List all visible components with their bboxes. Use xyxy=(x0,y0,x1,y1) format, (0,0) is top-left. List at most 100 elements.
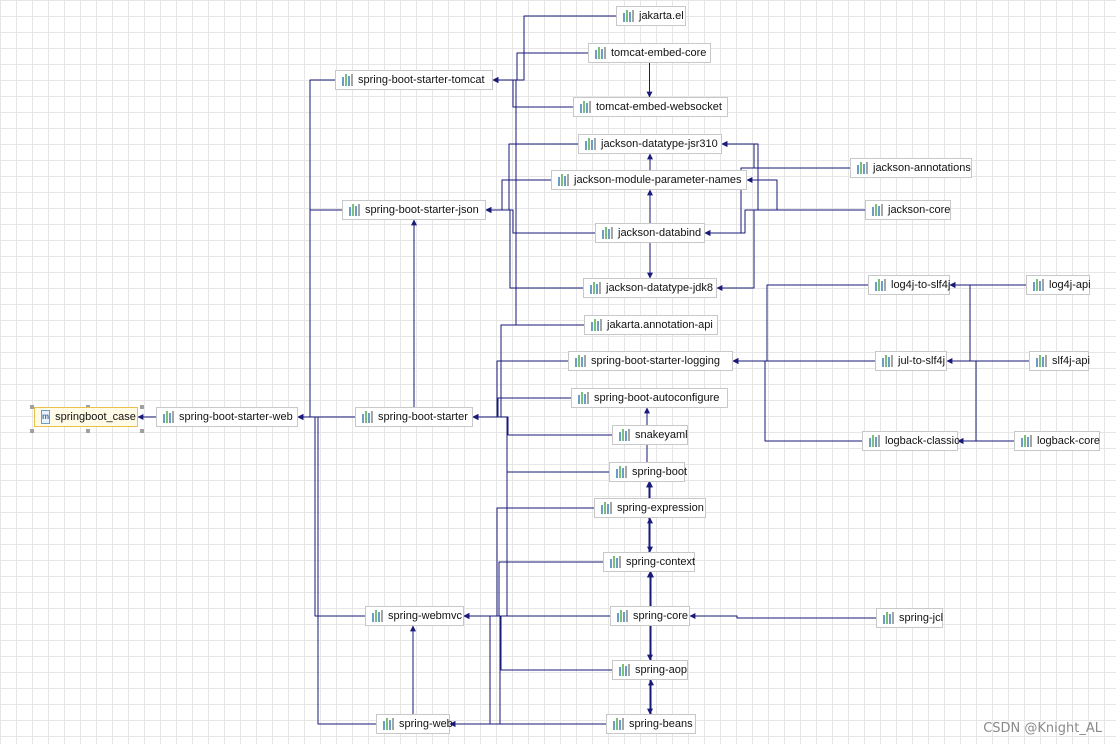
node-label: spring-boot-starter-logging xyxy=(591,355,721,367)
node-label: spring-boot xyxy=(632,466,688,478)
library-icon xyxy=(613,718,624,730)
node-jackson-core[interactable]: jackson-core xyxy=(865,200,951,220)
selection-handle[interactable] xyxy=(86,429,90,433)
node-label: spring-jcl xyxy=(899,612,944,624)
node-label: jackson-datatype-jdk8 xyxy=(606,282,714,294)
node-label: spring-webmvc xyxy=(388,610,462,622)
node-log4j-to-slf4j[interactable]: log4j-to-slf4j xyxy=(868,275,950,295)
library-icon xyxy=(1036,355,1047,367)
node-label: jakarta.el xyxy=(639,10,684,22)
dependency-edge xyxy=(492,77,573,108)
library-icon xyxy=(857,162,868,174)
root-module-node[interactable]: m springboot_case xyxy=(34,407,138,427)
node-label: tomcat-embed-core xyxy=(611,47,707,59)
node-spring-boot[interactable]: spring-boot xyxy=(609,462,688,482)
node-label: spring-boot-starter-web xyxy=(179,411,293,423)
node-spring-boot-autoconfigure[interactable]: spring-boot-autoconfigure xyxy=(571,388,728,408)
node-spring-boot-starter[interactable]: spring-boot-starter xyxy=(355,407,473,427)
library-icon xyxy=(875,279,886,291)
node-jakarta-annotation-api[interactable]: jakarta.annotation-api xyxy=(584,315,718,335)
node-label: tomcat-embed-websocket xyxy=(596,101,722,113)
node-label: jul-to-slf4j xyxy=(898,355,946,367)
node-label: jackson-module-parameter-names xyxy=(574,174,742,186)
library-icon xyxy=(591,319,602,331)
library-icon xyxy=(602,227,613,239)
dependency-edge xyxy=(463,507,594,619)
node-tomcat-embed-websocket[interactable]: tomcat-embed-websocket xyxy=(573,97,728,117)
selection-handle[interactable] xyxy=(140,405,144,409)
node-label: spring-boot-starter-json xyxy=(365,204,479,216)
node-label: slf4j-api xyxy=(1052,355,1090,367)
node-spring-boot-starter-json[interactable]: spring-boot-starter-json xyxy=(342,200,486,220)
library-icon xyxy=(623,10,634,22)
node-spring-boot-starter-web[interactable]: spring-boot-starter-web xyxy=(156,407,298,427)
node-slf4j-api[interactable]: slf4j-api xyxy=(1029,351,1090,371)
node-label: snakeyaml xyxy=(635,429,688,441)
node-label: springboot_case xyxy=(55,411,136,423)
dependency-edge xyxy=(732,284,868,364)
dependency-edge xyxy=(721,141,850,169)
dependency-edge xyxy=(485,207,583,289)
node-jakarta-el[interactable]: jakarta.el xyxy=(616,6,686,26)
node-jackson-datatype-jdk8[interactable]: jackson-datatype-jdk8 xyxy=(583,278,717,298)
dependency-edge xyxy=(297,414,365,617)
node-logback-core[interactable]: logback-core xyxy=(1014,431,1100,451)
node-label: spring-boot-starter-tomcat xyxy=(358,74,485,86)
library-icon xyxy=(372,610,383,622)
node-logback-classic[interactable]: logback-classic xyxy=(862,431,960,451)
node-spring-expression[interactable]: spring-expression xyxy=(594,498,706,518)
library-icon xyxy=(610,556,621,568)
node-label: jackson-databind xyxy=(618,227,702,239)
library-icon xyxy=(575,355,586,367)
node-spring-webmvc[interactable]: spring-webmvc xyxy=(365,606,464,626)
library-icon xyxy=(872,204,883,216)
node-log4j-api[interactable]: log4j-api xyxy=(1026,275,1091,295)
node-label: spring-boot-autoconfigure xyxy=(594,392,720,404)
node-jul-to-slf4j[interactable]: jul-to-slf4j xyxy=(875,351,947,371)
dependency-edge xyxy=(472,397,571,420)
node-spring-boot-starter-tomcat[interactable]: spring-boot-starter-tomcat xyxy=(335,70,493,90)
node-spring-web[interactable]: spring-web xyxy=(376,714,453,734)
node-spring-jcl[interactable]: spring-jcl xyxy=(876,608,943,628)
selection-handle[interactable] xyxy=(140,429,144,433)
library-icon xyxy=(349,204,360,216)
node-jackson-databind[interactable]: jackson-databind xyxy=(595,223,705,243)
node-spring-aop[interactable]: spring-aop xyxy=(612,660,688,680)
node-label: log4j-to-slf4j xyxy=(891,279,951,291)
dependency-edge xyxy=(472,360,568,420)
node-label: jackson-core xyxy=(888,204,951,216)
dependency-edge xyxy=(297,414,376,725)
library-icon xyxy=(342,74,353,86)
node-label: jackson-annotations xyxy=(873,162,971,174)
library-icon xyxy=(558,174,569,186)
node-spring-beans[interactable]: spring-beans xyxy=(606,714,696,734)
node-label: jakarta.annotation-api xyxy=(607,319,713,331)
node-label: spring-web xyxy=(399,718,453,730)
node-tomcat-embed-core[interactable]: tomcat-embed-core xyxy=(588,43,711,63)
library-icon xyxy=(616,466,627,478)
node-label: log4j-api xyxy=(1049,279,1091,291)
node-spring-core[interactable]: spring-core xyxy=(610,606,690,626)
dependency-edge xyxy=(704,209,865,236)
node-jackson-annotations[interactable]: jackson-annotations xyxy=(850,158,972,178)
node-jackson-module-parameter-names[interactable]: jackson-module-parameter-names xyxy=(551,170,747,190)
library-icon xyxy=(580,101,591,113)
node-snakeyaml[interactable]: snakeyaml xyxy=(612,425,688,445)
node-spring-boot-starter-logging[interactable]: spring-boot-starter-logging xyxy=(568,351,733,371)
selection-handle[interactable] xyxy=(30,429,34,433)
node-jackson-datatype-jsr310[interactable]: jackson-datatype-jsr310 xyxy=(578,134,722,154)
node-spring-context[interactable]: spring-context xyxy=(603,552,695,572)
node-label: spring-beans xyxy=(629,718,693,730)
dependency-edge xyxy=(297,209,342,420)
dependency-edge xyxy=(689,613,876,619)
library-icon xyxy=(595,47,606,59)
library-icon xyxy=(1021,435,1032,447)
dependency-edge xyxy=(463,613,612,671)
library-icon xyxy=(163,411,174,423)
library-icon xyxy=(883,612,894,624)
library-icon xyxy=(617,610,628,622)
dependency-edge xyxy=(485,207,595,234)
selection-handle[interactable] xyxy=(30,405,34,409)
node-label: spring-boot-starter xyxy=(378,411,468,423)
